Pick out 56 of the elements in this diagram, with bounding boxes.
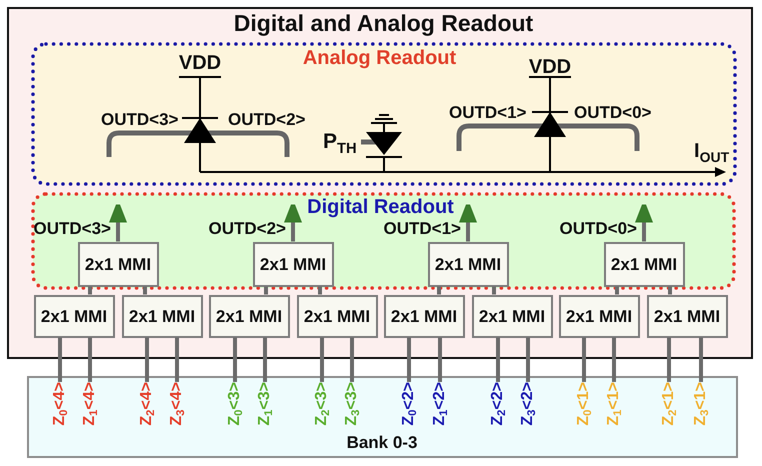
waveguide-line [437, 286, 441, 294]
mmi-box: 2x1 MMI [646, 294, 728, 338]
mmi-box: 2x1 MMI [428, 242, 508, 286]
edge-label: OUTD<1> [384, 220, 461, 238]
mmi-box: 2x1 MMI [34, 294, 114, 338]
waveguide-line [526, 338, 530, 382]
supply-label: VDD [528, 57, 572, 77]
waveguide-line [668, 286, 672, 294]
waveguide-line [320, 338, 324, 382]
waveguide-line [615, 286, 619, 294]
waveguide-line [58, 338, 62, 382]
waveguide-line [264, 286, 268, 294]
waveguide-line [175, 338, 179, 382]
signal-label: OUTD<0> [574, 104, 652, 121]
panel-title: Digital and Analog Readout [234, 12, 534, 34]
mmi-box: 2x1 MMI [252, 242, 334, 286]
waveguide-line [496, 338, 500, 382]
mmi-box: 2x1 MMI [78, 242, 158, 286]
waveguide-line [263, 338, 267, 382]
waveguide-line [438, 338, 442, 382]
mmi-box: 2x1 MMI [122, 294, 202, 338]
signal-label: OUTD<2> [228, 111, 306, 128]
waveguide-line [233, 338, 237, 382]
bank-panel [27, 376, 738, 458]
region-title: Digital Readout [307, 196, 454, 216]
mmi-box: 2x1 MMI [208, 294, 290, 338]
waveguide-line [699, 338, 703, 382]
readout-panel [7, 7, 753, 359]
signal-label: P$_{TH}$ [323, 131, 357, 152]
waveguide-line [612, 338, 616, 382]
waveguide-line [145, 338, 149, 382]
mmi-box: 2x1 MMI [472, 294, 552, 338]
mmi-box: 2x1 MMI [604, 242, 684, 286]
waveguide-line [492, 286, 496, 294]
mmi-box: 2x1 MMI [296, 294, 378, 338]
signal-label: OUTD<1> [449, 104, 526, 121]
waveguide-line [350, 338, 354, 382]
current-label: I$_{OUT}$ [694, 141, 730, 161]
supply-label: VDD [178, 53, 222, 73]
waveguide-line [582, 338, 586, 382]
waveguide-line [88, 338, 92, 382]
digital-readout-region [30, 192, 736, 290]
waveguide-line [143, 286, 147, 294]
signal-label: OUTD<3> [101, 111, 178, 128]
edge-label: OUTD<3> [34, 220, 111, 238]
edge-label: OUTD<2> [208, 220, 286, 238]
mmi-box: 2x1 MMI [558, 294, 640, 338]
analog-readout-region [30, 42, 736, 186]
region-title: Analog Readout [302, 48, 456, 68]
waveguide-line [88, 286, 92, 294]
edge-label: OUTD<0> [560, 220, 637, 238]
mmi-box: 2x1 MMI [384, 294, 464, 338]
waveguide-line [667, 338, 671, 382]
waveguide-line [318, 286, 322, 294]
panel-label: Bank 0-3 [346, 434, 418, 451]
waveguide-line [407, 338, 411, 382]
